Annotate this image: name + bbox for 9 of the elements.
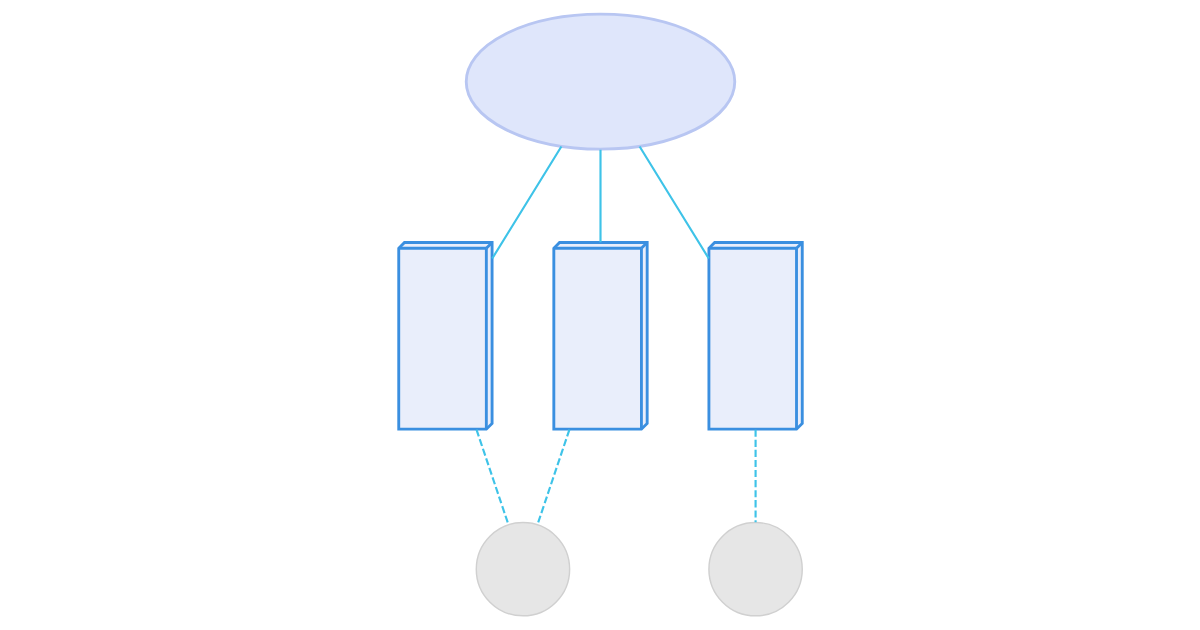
connector — [475, 429, 509, 525]
connector — [638, 145, 710, 259]
node-circle — [475, 521, 570, 617]
connector — [490, 145, 562, 259]
connector — [598, 149, 602, 243]
connector — [535, 429, 570, 525]
connector — [754, 429, 757, 523]
node-cloud — [464, 12, 736, 151]
node-circle — [707, 521, 803, 617]
